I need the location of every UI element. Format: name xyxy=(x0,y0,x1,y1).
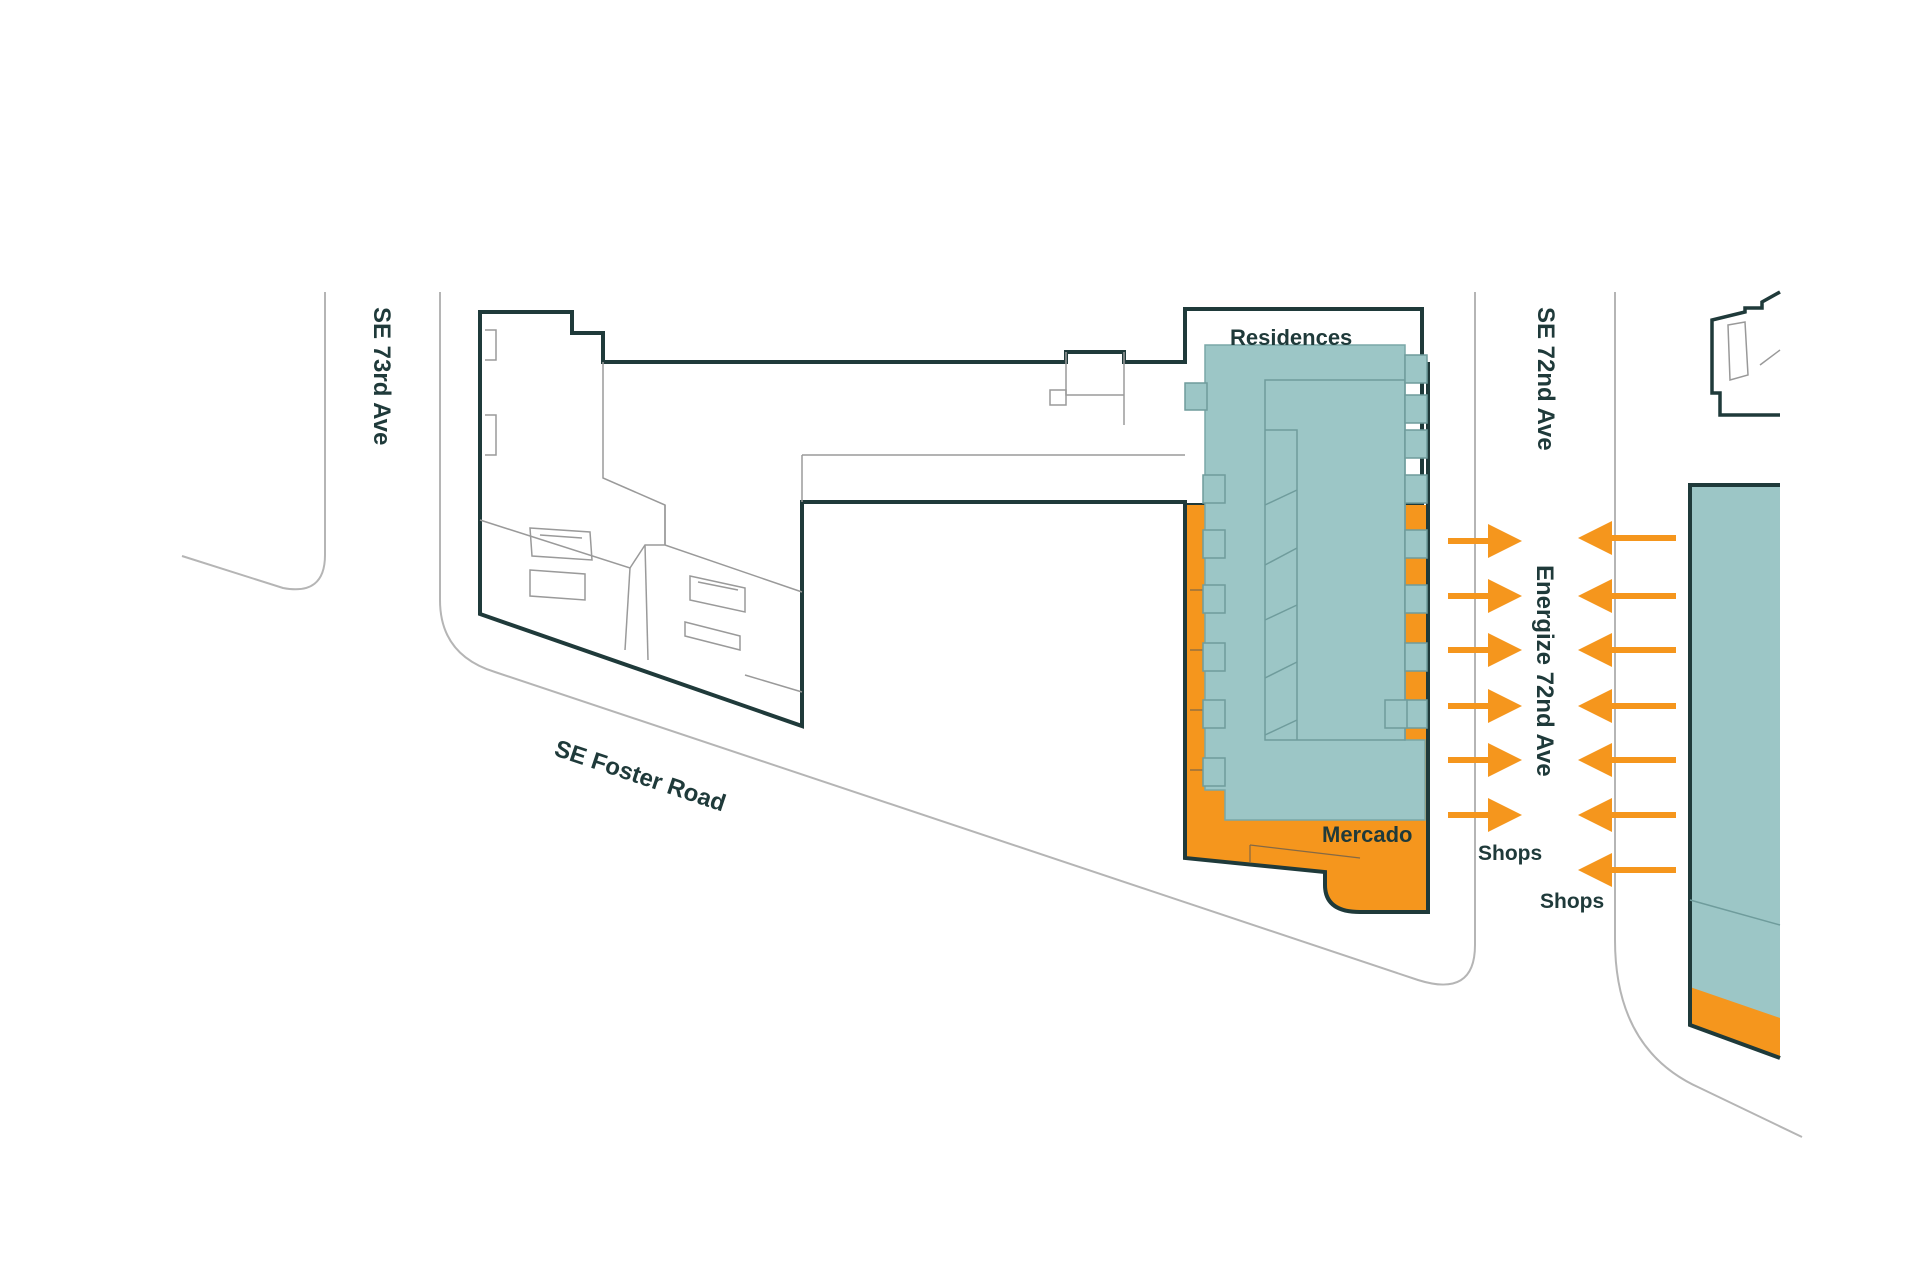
residences-balconies xyxy=(1184,354,1428,787)
shops-label-left: Shops xyxy=(1478,842,1542,865)
arrow-right-icon-3 xyxy=(1448,633,1522,667)
residences-zone xyxy=(1184,344,1428,821)
zone-label-mercado: Mercado xyxy=(1322,822,1412,847)
curb-se73rd-east xyxy=(439,292,1476,986)
arrow-right-icon-1 xyxy=(1448,524,1522,558)
arrow-left-icon-4 xyxy=(1578,689,1676,723)
energize-arrows xyxy=(1448,521,1676,887)
right-building-large-orange xyxy=(1690,987,1780,1058)
street-label-foster: SE Foster Road xyxy=(551,735,729,817)
arrow-right-icon-4 xyxy=(1448,689,1522,723)
right-buildings xyxy=(1688,290,1781,1060)
arrow-left-icon-5 xyxy=(1578,743,1676,777)
street-label-energize: Energize 72nd Ave xyxy=(1531,565,1558,777)
arrow-right-icon-5 xyxy=(1448,743,1522,777)
residences-setbacks xyxy=(1264,429,1298,740)
arrow-left-icon-6 xyxy=(1578,798,1676,832)
right-building-large-teal xyxy=(1690,485,1780,1055)
curb-se72nd-east xyxy=(1614,292,1803,1138)
residences-fill xyxy=(1204,344,1426,821)
arrow-left-icon-7 xyxy=(1578,853,1676,887)
left-building-details xyxy=(479,329,1185,693)
arrow-right-icon-2 xyxy=(1448,579,1522,613)
arrow-left-icon-1 xyxy=(1578,521,1676,555)
shops-label-right: Shops xyxy=(1540,890,1604,913)
street-lines xyxy=(181,292,1803,1138)
street-label-se73rd: SE 73rd Ave xyxy=(368,307,395,445)
left-building xyxy=(478,307,1424,729)
arrow-right-icon-6 xyxy=(1448,798,1522,832)
right-building-large-detail xyxy=(1689,899,1781,926)
curb-se73rd-west xyxy=(181,292,326,591)
arrow-left-icon-3 xyxy=(1578,633,1676,667)
right-building-small-details xyxy=(1727,321,1781,381)
street-label-se72nd: SE 72nd Ave xyxy=(1532,307,1559,451)
mercado-outline xyxy=(1183,362,1430,914)
right-building-large-outline xyxy=(1688,483,1781,1060)
zone-label-residences: Residences xyxy=(1230,325,1352,350)
right-building-small xyxy=(1710,290,1781,417)
arrow-left-icon-2 xyxy=(1578,579,1676,613)
mercado-details xyxy=(1190,589,1361,862)
